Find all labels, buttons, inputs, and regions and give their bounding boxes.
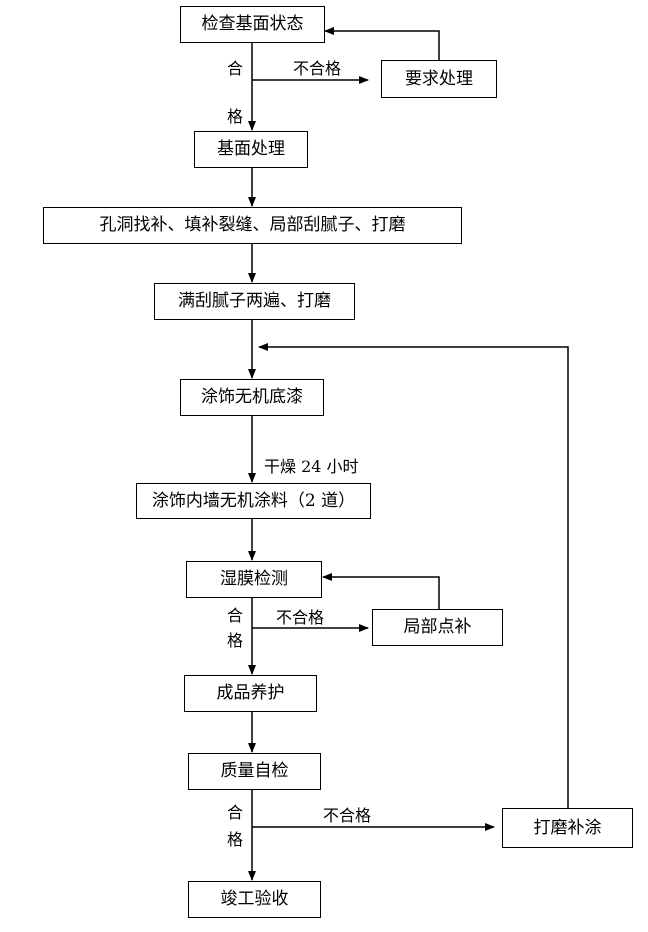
node-repair-request: 要求处理	[381, 60, 497, 98]
label-pass-1a: 合	[227, 59, 244, 78]
node-full-putty: 满刮腻子两遍、打磨	[154, 283, 355, 320]
node-wet-film-test: 湿膜检测	[186, 561, 322, 598]
node-primer: 涂饰无机底漆	[180, 379, 324, 416]
label-fail-3: 不合格	[323, 806, 372, 825]
label-pass-2b: 格	[227, 631, 244, 650]
label-dry-24h: 干燥 24 小时	[264, 457, 359, 476]
node-check-base: 检查基面状态	[180, 6, 325, 43]
node-touch-up: 局部点补	[372, 609, 503, 646]
label-pass-3b: 格	[227, 830, 244, 849]
label-pass-3a: 合	[227, 803, 244, 822]
arrow-repair-back-to-check	[324, 27, 440, 60]
node-protect: 成品养护	[184, 675, 317, 712]
label-fail-1: 不合格	[293, 59, 342, 78]
label-pass-2a: 合	[227, 606, 244, 625]
node-sand-recoat: 打磨补涂	[502, 808, 633, 848]
node-topcoat: 涂饰内墙无机涂料（2 道）	[136, 483, 371, 519]
node-base-treatment: 基面处理	[194, 131, 308, 168]
arrow-sandrecoat-back-to-primer	[258, 343, 569, 808]
label-fail-2: 不合格	[276, 608, 325, 627]
node-self-check: 质量自检	[188, 753, 321, 790]
arrow-touchup-back-to-wetfilm	[322, 573, 440, 609]
node-fill-holes: 孔洞找补、填补裂缝、局部刮腻子、打磨	[43, 207, 462, 244]
node-acceptance: 竣工验收	[188, 881, 321, 918]
label-pass-1b: 格	[227, 107, 244, 126]
